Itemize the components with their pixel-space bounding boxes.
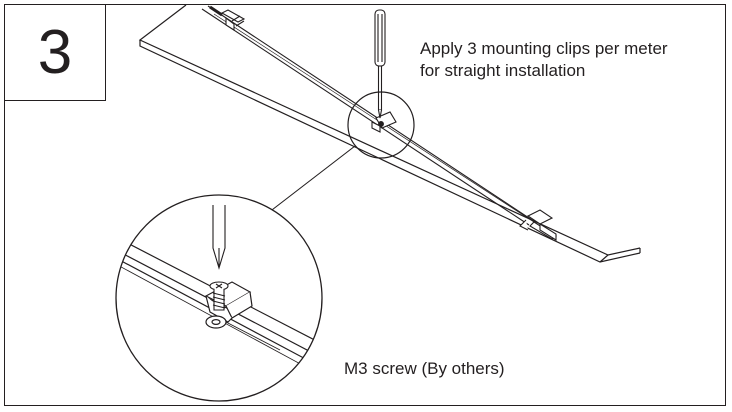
detail-indicator-circle xyxy=(347,91,415,159)
mounting-board xyxy=(138,4,641,263)
screw-caption: M3 screw (By others) xyxy=(344,359,505,378)
clips-instruction-line-2: for straight installation xyxy=(420,61,586,80)
screw-leader-line xyxy=(225,321,281,351)
step-number: 3 xyxy=(37,17,73,87)
clips-instruction: Apply 3 mounting clips per meter for str… xyxy=(420,38,668,82)
detail-leader-line xyxy=(267,145,356,214)
clips-instruction-line-1: Apply 3 mounting clips per meter xyxy=(420,39,668,58)
m3-screw-icon xyxy=(209,281,229,311)
screwdriver-icon xyxy=(374,9,386,119)
mounting-clip-center xyxy=(371,111,397,133)
zoomed-detail-view xyxy=(115,194,323,402)
strip-end-cap-left xyxy=(220,9,246,31)
step-number-box: 3 xyxy=(4,4,106,101)
strip-end-cap-right xyxy=(519,209,557,241)
